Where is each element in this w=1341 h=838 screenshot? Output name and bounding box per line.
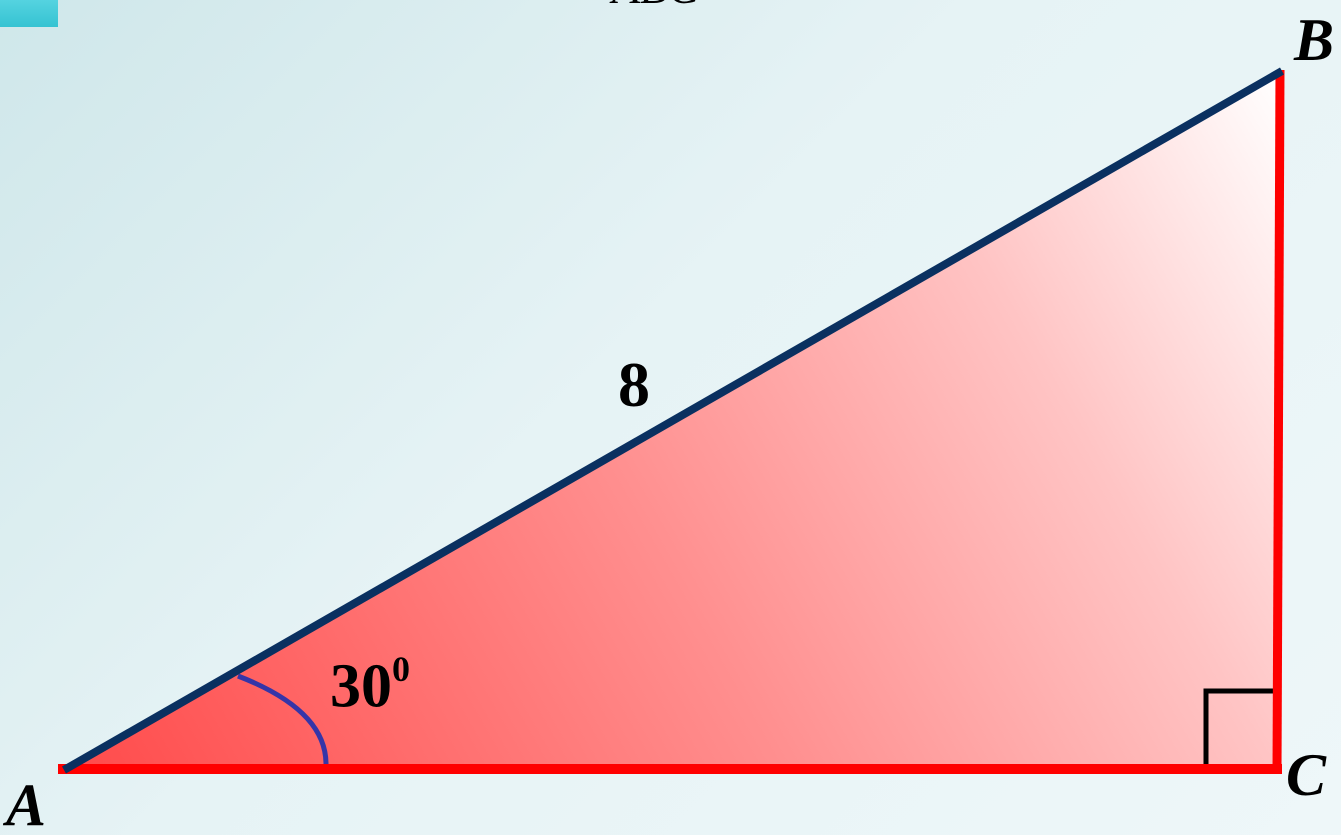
title-fragment: ABC bbox=[612, 0, 699, 11]
hypotenuse-length-label: 8 bbox=[618, 349, 650, 420]
vertex-label-b: B bbox=[1294, 7, 1335, 73]
angle-a-value: 30 bbox=[330, 652, 392, 721]
angle-a-label: 300 bbox=[330, 651, 410, 721]
angle-a-degree: 0 bbox=[392, 649, 410, 689]
angle-arc bbox=[237, 673, 329, 765]
hypotenuse-ab bbox=[62, 67, 1284, 774]
vertex-label-a: A bbox=[6, 772, 47, 838]
vertex-label-c: C bbox=[1286, 742, 1327, 808]
corner-tab bbox=[0, 0, 58, 27]
right-angle-mark bbox=[1203, 688, 1273, 764]
leg-bc bbox=[1272, 69, 1285, 773]
